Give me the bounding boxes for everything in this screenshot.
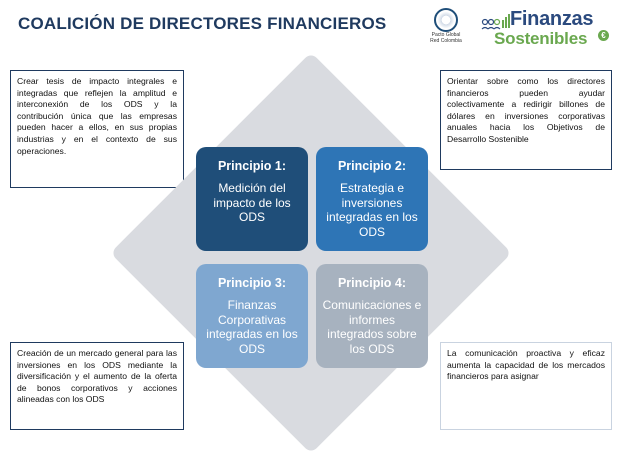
sostenibles-wordmark: Sostenibles	[494, 29, 588, 48]
description-principle-4: La comunicación proactiva y eficaz aumen…	[440, 342, 612, 430]
description-principle-1: Crear tesis de impacto integrales e inte…	[10, 70, 184, 188]
principle-body: Comunicaciones e informes integrados sob…	[322, 298, 422, 356]
principle-heading: Principio 2:	[337, 159, 407, 173]
pacto-global-label: Pacto Global	[431, 32, 461, 38]
people-chart-icon	[481, 14, 510, 30]
description-principle-2: Orientar sobre como los directores finan…	[440, 70, 612, 170]
principle-4-card: Principio 4: Comunicaciones e informes i…	[316, 264, 428, 368]
principle-heading: Principio 1:	[217, 159, 287, 173]
finanzas-wordmark: Finanzas	[510, 8, 594, 30]
page-title: COALICIÓN DE DIRECTORES FINANCIEROS	[18, 14, 387, 33]
principle-3-card: Principio 3: Finanzas Corporativas integ…	[196, 264, 308, 368]
principle-body: Medición del impacto de los ODS	[213, 181, 291, 224]
un-emblem-icon	[434, 8, 458, 32]
principle-body: Estrategia e inversiones integradas en l…	[326, 181, 418, 239]
principle-heading: Principio 4:	[337, 276, 407, 290]
principle-body: Finanzas Corporativas integradas en los …	[206, 298, 298, 356]
finanzas-sostenibles-logo: Finanzas Sostenibles €	[480, 8, 610, 48]
principle-2-card: Principio 2: Estrategia e inversiones in…	[316, 147, 428, 251]
pacto-global-logo: Pacto Global Red Colombia	[424, 8, 468, 48]
euro-icon: €	[598, 30, 609, 41]
principle-1-card: Principio 1: Medición del impacto de los…	[196, 147, 308, 251]
red-colombia-label: Red Colombia	[430, 38, 462, 44]
description-principle-3: Creación de un mercado general para las …	[10, 342, 184, 430]
principle-heading: Principio 3:	[217, 276, 287, 290]
